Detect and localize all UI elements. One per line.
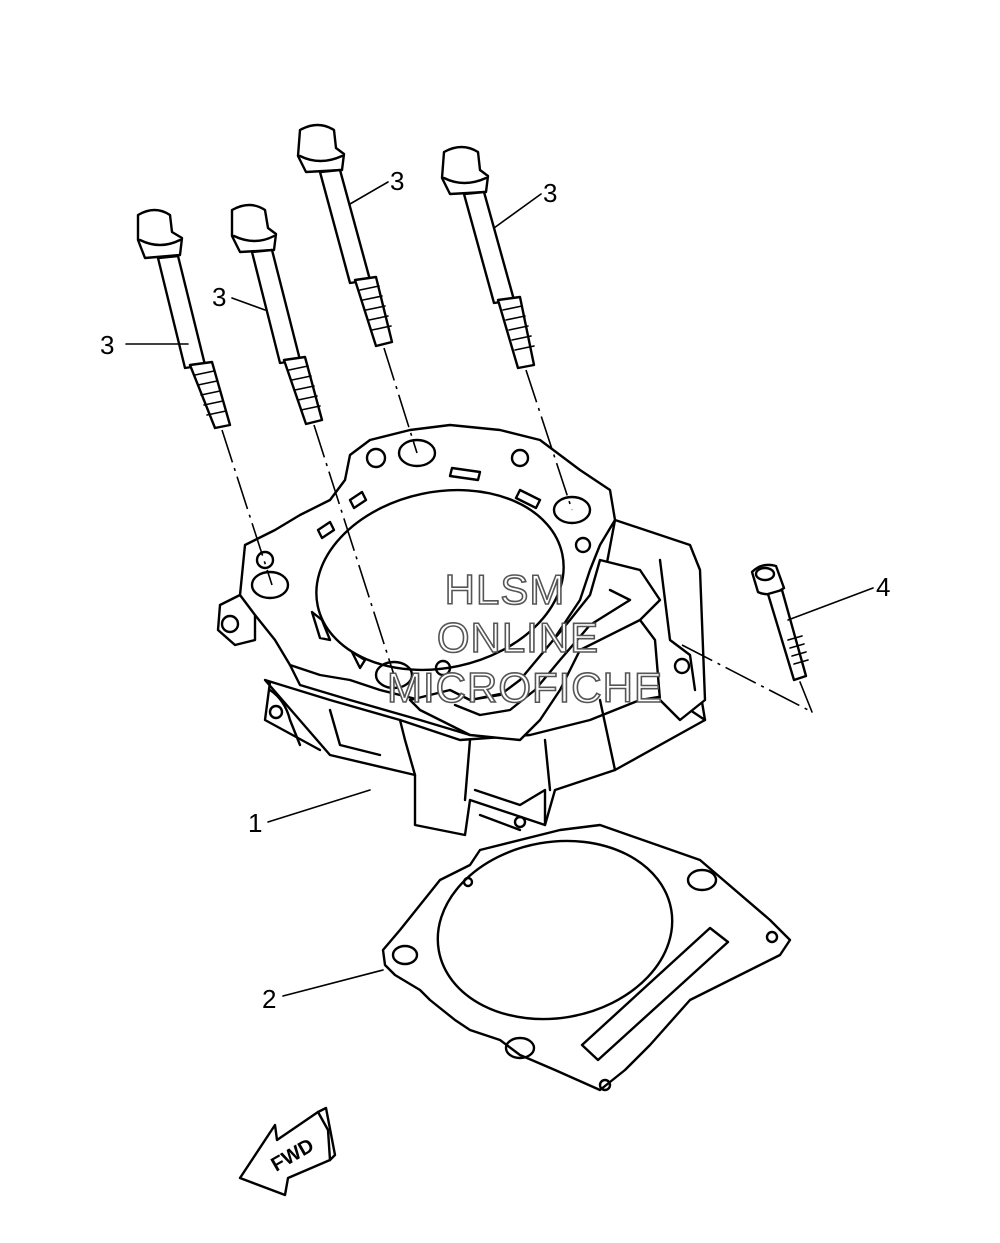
callout-stud-bolt-b: 3	[212, 282, 226, 312]
callouts: 1 2 3 3 3 3 4	[100, 166, 890, 1014]
cylinder-block	[216, 423, 707, 837]
watermark-line-3: MICROFICHE	[387, 664, 663, 711]
watermark-line-2: ONLINE	[437, 614, 599, 661]
callout-cylinder: 1	[248, 808, 262, 838]
assembly-lines	[221, 347, 813, 713]
stud-bolt-2	[230, 203, 324, 426]
cylinder-gasket	[381, 823, 792, 1092]
fwd-direction-arrow: FWD	[238, 1106, 337, 1197]
callout-stud-bolt-d: 3	[543, 178, 557, 208]
watermark-line-1: HLSM	[445, 566, 566, 613]
watermark: HLSM ONLINE MICROFICHE	[386, 565, 663, 712]
callout-gasket: 2	[262, 984, 276, 1014]
callout-stud-bolt-a: 3	[100, 330, 114, 360]
stud-bolt-3	[296, 123, 394, 348]
stud-bolt-1	[136, 208, 232, 430]
callout-bolt: 4	[876, 572, 890, 602]
callout-stud-bolt-c: 3	[390, 166, 404, 196]
socket-bolt	[750, 563, 809, 682]
stud-bolt-4	[440, 145, 536, 370]
leader-lines	[125, 181, 874, 997]
